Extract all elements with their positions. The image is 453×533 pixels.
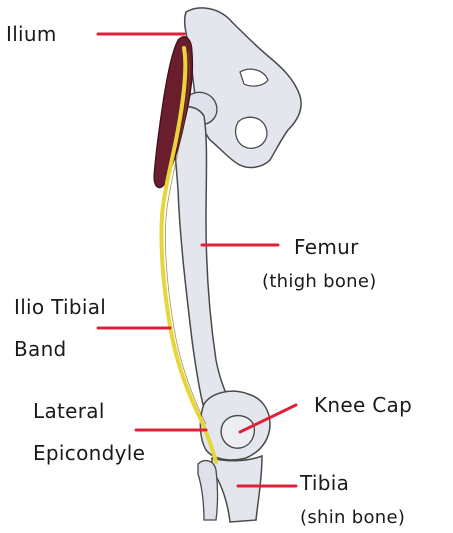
label-lateral-line2: Epicondyle (33, 440, 145, 466)
knee-cap (221, 416, 254, 449)
label-itb-line1: Ilio Tibial (14, 294, 106, 320)
label-tibia-sub: (shin bone) (300, 506, 405, 530)
fibula-bone (198, 461, 218, 520)
label-femur-sub: (thigh bone) (262, 270, 377, 294)
label-itb-line2: Band (14, 336, 67, 362)
label-knee-cap: Knee Cap (314, 392, 412, 418)
tibia-bone (212, 456, 262, 522)
label-lateral-line1: Lateral (33, 398, 105, 424)
label-tibia: Tibia (300, 470, 349, 496)
label-ilium: Ilium (6, 21, 57, 47)
label-femur: Femur (294, 234, 359, 260)
pelvis-opening (236, 117, 267, 148)
